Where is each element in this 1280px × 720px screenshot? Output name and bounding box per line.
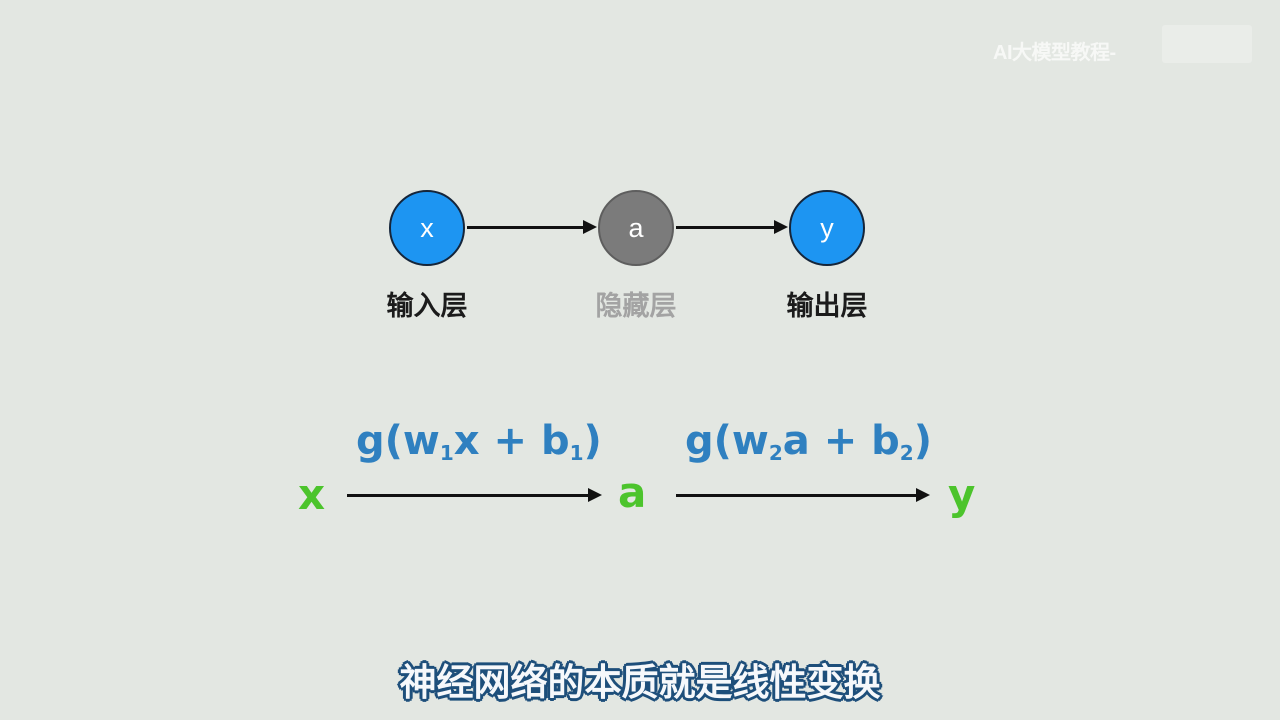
formula-2-sub-w: 2 bbox=[768, 441, 783, 465]
edge-a-y-line bbox=[676, 226, 776, 229]
node-hidden-a: a bbox=[598, 190, 674, 266]
arrowhead-icon bbox=[774, 220, 788, 234]
formula-1-post: ) bbox=[583, 418, 602, 464]
formula-1: g(w1x + b1) bbox=[356, 418, 602, 465]
subtitle-caption: 神经网络的本质就是线性变换 bbox=[399, 661, 881, 704]
watermark-text: AI大模型教程- bbox=[993, 42, 1116, 64]
node-output-y: y bbox=[789, 190, 865, 266]
var-x: x bbox=[298, 470, 326, 519]
eq-arrow-2-line bbox=[676, 494, 918, 497]
arrowhead-icon bbox=[916, 488, 930, 502]
var-y: y bbox=[948, 470, 976, 519]
label-hidden-layer: 隐藏层 bbox=[595, 291, 677, 322]
formula-2-mid: a + b bbox=[782, 418, 900, 464]
formula-2-sub-b: 2 bbox=[899, 441, 914, 465]
formula-1-pre: g(w bbox=[356, 418, 440, 464]
arrowhead-icon bbox=[583, 220, 597, 234]
formula-1-mid: x + b bbox=[453, 418, 570, 464]
formula-2-post: ) bbox=[913, 418, 932, 464]
eq-arrow-1-line bbox=[347, 494, 590, 497]
formula-1-sub-w: 1 bbox=[439, 441, 454, 465]
formula-2-pre: g(w bbox=[685, 418, 769, 464]
var-a: a bbox=[618, 468, 647, 517]
node-input-x: x bbox=[389, 190, 465, 266]
label-input-layer: 输入层 bbox=[386, 291, 468, 322]
edge-x-a-line bbox=[467, 226, 585, 229]
label-output-layer: 输出层 bbox=[786, 291, 868, 322]
arrowhead-icon bbox=[588, 488, 602, 502]
formula-2: g(w2a + b2) bbox=[685, 418, 932, 465]
watermark-logo bbox=[1162, 25, 1252, 63]
formula-1-sub-b: 1 bbox=[569, 441, 584, 465]
